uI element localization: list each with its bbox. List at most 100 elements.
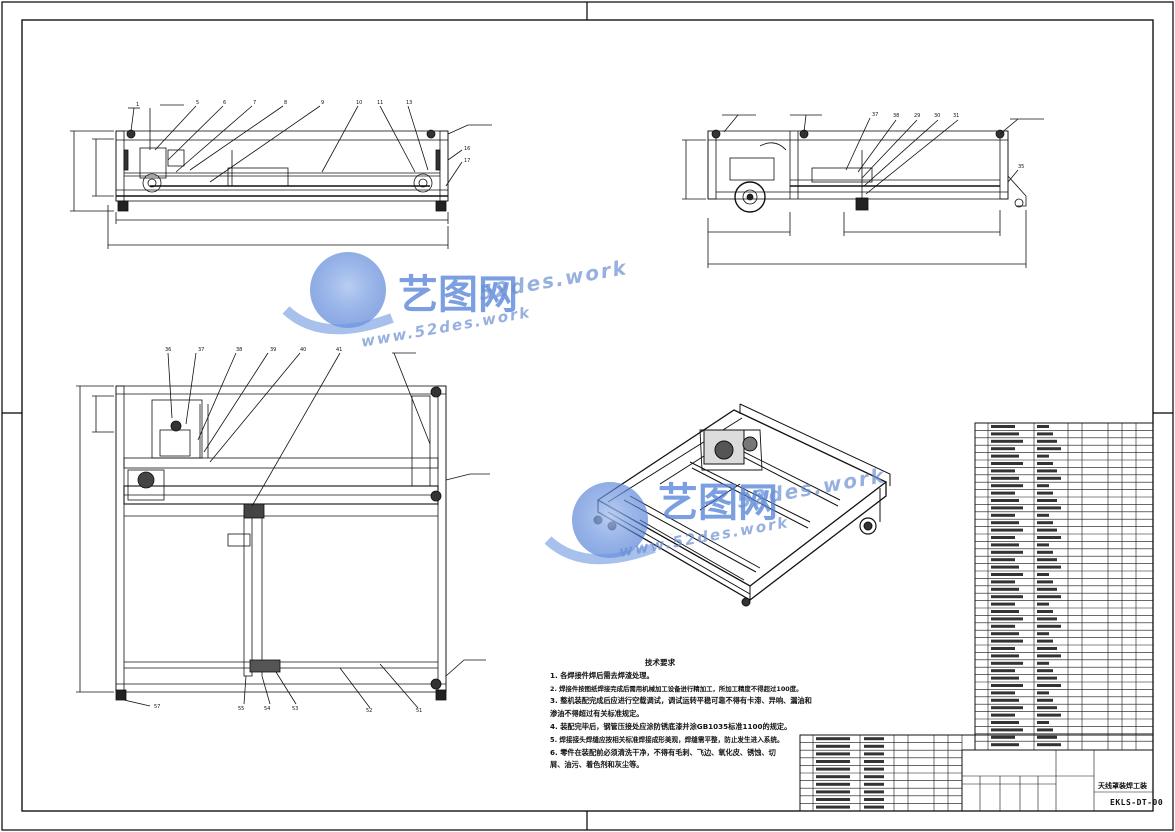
parts-list-cell-mark — [991, 713, 1015, 717]
parts-list-cell-mark — [991, 469, 1015, 473]
bom-lower-rows — [800, 734, 962, 809]
bom-cell-mark — [816, 744, 850, 748]
parts-list-cell-mark — [1037, 728, 1053, 732]
parts-list-cell-mark — [991, 706, 1023, 710]
bom-cell-mark — [816, 790, 850, 794]
balloon-front-2: 6 — [223, 100, 226, 106]
parts-list-cell-mark — [1037, 565, 1061, 569]
parts-list-cell-mark — [991, 624, 1015, 628]
front-view-balloons: 1 5 6 7 8 9 10 11 13 16 17 — [136, 100, 470, 164]
parts-list-cell-mark — [991, 676, 1019, 680]
balloon-side-3: 30 — [934, 113, 940, 119]
balloon-plan-7: 55 — [238, 706, 244, 712]
parts-list-cell-mark — [991, 499, 1019, 502]
parts-list-cell-mark — [1037, 721, 1049, 724]
parts-list-cell-mark — [1037, 639, 1053, 643]
balloon-front-10: 17 — [464, 158, 470, 164]
parts-list-rows — [975, 422, 1153, 747]
parts-list-cell-mark — [991, 462, 1023, 465]
parts-list-cell-mark — [1037, 491, 1053, 495]
parts-list-cell-mark — [991, 698, 1019, 702]
parts-list-cell-mark — [1037, 632, 1049, 636]
tech-requirement-item: 渗油不得超过有关标准规定。 — [550, 709, 644, 719]
parts-list-cell-mark — [1037, 580, 1053, 584]
parts-list-cell-mark — [1037, 647, 1057, 650]
parts-list-cell-mark — [991, 484, 1023, 488]
parts-list-cell-mark — [991, 654, 1019, 658]
watermark-globe-icon-2 — [544, 482, 656, 565]
parts-list-cell-mark — [991, 580, 1015, 584]
bom-cell-mark — [864, 737, 884, 741]
bom-cell-mark — [816, 737, 850, 741]
parts-list-cell-mark — [1037, 624, 1061, 628]
balloon-plan-6: 57 — [154, 704, 160, 710]
parts-list-cell-mark — [991, 543, 1019, 547]
balloon-side-1: 38 — [893, 113, 899, 119]
parts-list-cell-mark — [991, 684, 1023, 687]
balloon-plan-0: 36 — [165, 347, 171, 353]
parts-list-cell-mark — [991, 661, 1023, 665]
tech-requirement-item: 6. 零件在装配前必须清洗干净，不得有毛刺、飞边、氧化皮、锈蚀、切 — [550, 747, 776, 757]
tech-requirement-item: 1. 各焊接件焊后需去焊渣处理。 — [550, 670, 654, 680]
bom-cell-mark — [816, 767, 850, 771]
tech-requirement-item: 屑、油污、着色剂和灰尘等。 — [550, 760, 644, 770]
parts-list-cell-mark — [991, 721, 1019, 724]
balloon-plan-8: 54 — [264, 706, 270, 712]
parts-list-cell-mark — [991, 550, 1023, 554]
tech-requirement-item: 5. 焊接接头焊缝应按相关标准焊接成形美观，焊缝需平整，防止发生进入系统。 — [550, 735, 784, 744]
balloon-plan-2: 38 — [236, 347, 242, 353]
balloon-front-1: 5 — [196, 100, 199, 106]
front-view — [70, 104, 492, 249]
bom-cell-mark — [816, 782, 850, 786]
bom-cell-mark — [864, 760, 884, 763]
balloon-plan-5: 41 — [336, 347, 342, 353]
parts-list-cell-mark — [1037, 602, 1049, 606]
watermark-brand-cn: 艺图网 — [398, 272, 518, 318]
parts-list-cell-mark — [1037, 462, 1053, 465]
parts-list-cell-mark — [991, 506, 1023, 510]
balloon-plan-9: 53 — [292, 706, 298, 712]
plan-view-balloons: 36 37 38 39 40 41 57 55 54 53 52 51 — [154, 347, 422, 714]
balloon-side-2: 29 — [914, 113, 920, 119]
parts-list-cell-mark — [1037, 550, 1053, 554]
bom-cell-mark — [816, 760, 850, 763]
parts-list-cell-mark — [1037, 499, 1057, 502]
parts-list-cell-mark — [1037, 528, 1057, 532]
balloon-side-4: 31 — [953, 113, 959, 119]
parts-list-cell-mark — [1037, 432, 1053, 436]
tech-requirements-heading: 技术要求 — [644, 658, 676, 667]
parts-list-cell-mark — [1037, 669, 1053, 673]
parts-list-cell-mark — [1037, 484, 1049, 488]
bom-cell-mark — [864, 744, 884, 748]
parts-list-cell-mark — [991, 491, 1015, 495]
parts-list-cell-mark — [991, 595, 1023, 599]
balloon-side-5: 35 — [1018, 164, 1024, 170]
parts-list-cell-mark — [991, 669, 1015, 673]
parts-list-cell-mark — [991, 558, 1015, 562]
parts-list-cell-mark — [1037, 439, 1057, 443]
parts-list-cell-mark — [1037, 513, 1049, 517]
plan-view — [76, 352, 490, 709]
parts-list-cell-mark — [1037, 536, 1061, 539]
parts-list-cell-mark — [1037, 573, 1049, 576]
balloon-front-0: 1 — [136, 102, 139, 108]
parts-list-cell-mark — [1037, 447, 1061, 451]
parts-list-cell-mark — [991, 521, 1019, 525]
parts-list-cell-mark — [1037, 476, 1061, 480]
side-view-balloons: 37 38 29 30 31 35 — [872, 112, 1024, 170]
parts-list-cell-mark — [991, 632, 1019, 636]
parts-list-cell-mark — [991, 536, 1015, 539]
bom-cell-mark — [864, 790, 884, 794]
parts-list-cell-mark — [1037, 469, 1057, 473]
title-block — [799, 734, 1154, 812]
parts-list-cell-mark — [1037, 743, 1061, 747]
technical-requirements: 技术要求 1. 各焊接件焊后需去焊渣处理。 2. 焊接件按图纸焊接完成后需用机械… — [550, 657, 812, 772]
parts-list-cell-mark — [1037, 587, 1057, 591]
watermark-brand-cn-2: 艺图网 — [658, 480, 778, 526]
parts-list-cell-mark — [991, 432, 1019, 436]
parts-list-cell-mark — [991, 735, 1015, 739]
parts-list-cell-mark — [991, 602, 1015, 606]
drawing-name: 天线罩装焊工装 — [1098, 782, 1147, 790]
parts-list-cell-mark — [1037, 558, 1057, 562]
balloon-plan-3: 39 — [270, 347, 276, 353]
